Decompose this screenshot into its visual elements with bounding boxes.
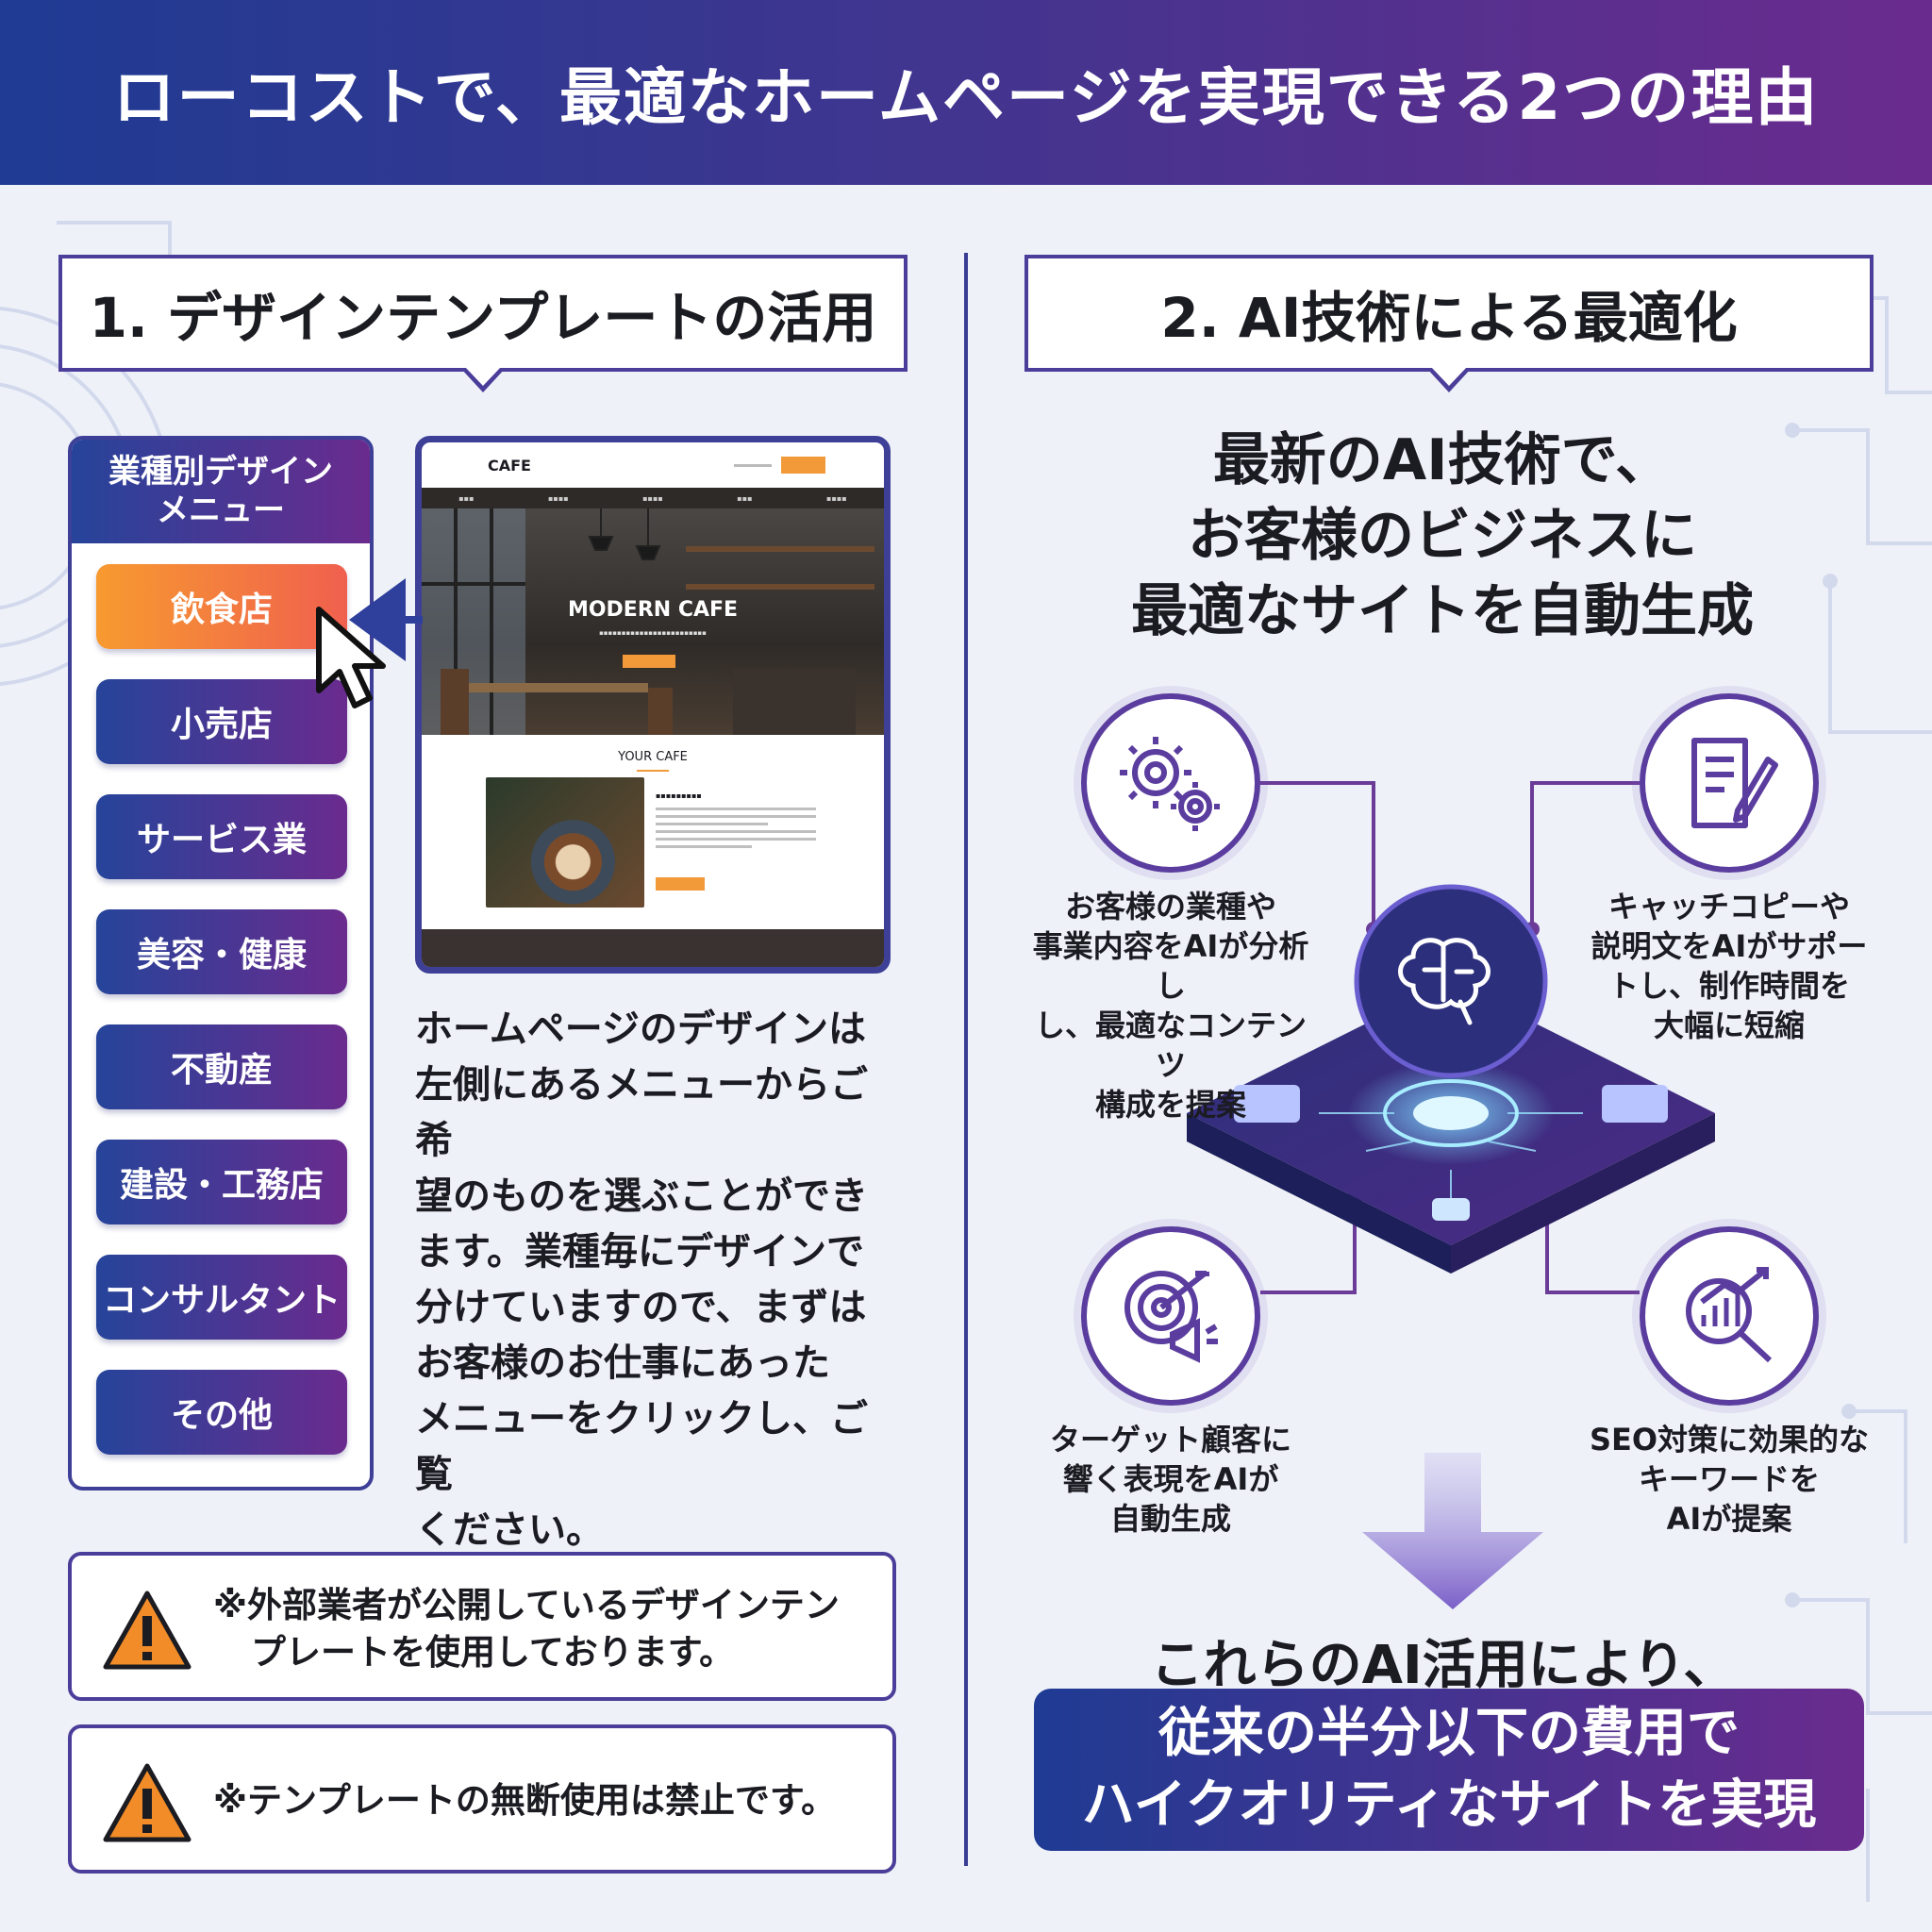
preview-menu-bar: ▪▪▪▪▪▪▪▪▪▪▪▪▪▪▪▪▪▪ xyxy=(422,488,884,508)
warning-icon xyxy=(103,1763,192,1842)
section-title-text: 1. デザインテンプレートの活用 xyxy=(89,286,877,350)
preview-nav: CAFE xyxy=(422,442,884,488)
preview-brand: CAFE xyxy=(488,456,531,475)
preview-hero-image: MODERN CAFE ▪▪▪▪▪▪▪▪▪▪▪▪▪▪▪▪▪▪▪▪▪▪▪▪ xyxy=(422,508,884,735)
conclusion-banner: 従来の半分以下の費用で ハイクオリティなサイトを実現 xyxy=(1034,1689,1864,1851)
brain-icon xyxy=(1398,938,1491,1025)
preview-hero-title: MODERN CAFE xyxy=(567,598,739,622)
template-preview[interactable]: CAFE ▪▪▪▪▪▪▪▪▪▪▪▪▪▪▪▪▪▪ MODERN CAFE ▪▪▪▪… xyxy=(415,436,891,974)
menu-item-restaurant[interactable]: 飲食店 xyxy=(96,564,347,649)
preview-section-title: YOUR CAFE xyxy=(422,750,884,772)
feature-targeting-circle xyxy=(1081,1226,1260,1406)
feature-targeting-text: ターゲット顧客に 響く表現をAIが 自動生成 xyxy=(1049,1422,1291,1537)
mouse-cursor-icon xyxy=(316,607,386,708)
page-header: ローコストで、最適なホームページを実現できる2つの理由 xyxy=(0,0,1932,185)
arrow-down-icon xyxy=(1362,1453,1543,1609)
column-divider xyxy=(964,253,968,1866)
menu-item-retail[interactable]: 小売店 xyxy=(96,679,347,764)
chart-magnifier-icon xyxy=(1686,1267,1773,1363)
feature-seo-text: SEO対策に効果的な キーワードを AIが提案 xyxy=(1589,1422,1870,1537)
menu-item-real-estate[interactable]: 不動産 xyxy=(96,1024,347,1109)
feature-copywriting-text: キャッチコピーや 説明文をAIがサポー トし、制作時間を 大幅に短縮 xyxy=(1591,889,1868,1043)
menu-item-construction[interactable]: 建設・工務店 xyxy=(96,1140,347,1224)
preview-latte-image xyxy=(486,777,644,908)
feature-analysis-circle xyxy=(1081,693,1260,873)
gears-icon xyxy=(1120,737,1220,831)
document-pen-icon xyxy=(1691,738,1778,828)
page-title: ローコストで、最適なホームページを実現できる2つの理由 xyxy=(112,61,1820,134)
section-title-templates: 1. デザインテンプレートの活用 xyxy=(58,255,908,392)
section-title-ai: 2. AI技術による最適化 xyxy=(1024,255,1874,392)
section-title-text: 2. AI技術による最適化 xyxy=(1160,286,1738,350)
ai-headline: 最新のAI技術で、 お客様のビジネスに 最適なサイトを自動生成 xyxy=(1131,427,1754,644)
feature-copywriting-circle xyxy=(1640,693,1819,873)
conclusion-lead: これらのAI活用により、 xyxy=(1150,1635,1737,1696)
industry-menu-panel: 業種別デザインメニュー 飲食店 小売店 サービス業 美容・健康 不動産 建設・工… xyxy=(68,436,374,1491)
menu-item-other[interactable]: その他 xyxy=(96,1370,347,1455)
feature-seo-circle xyxy=(1640,1226,1819,1406)
template-description: ホームページのデザインは 左側にあるメニューからご希 望のものを選ぶことができ … xyxy=(415,1008,868,1552)
menu-item-service[interactable]: サービス業 xyxy=(96,794,347,879)
target-megaphone-icon xyxy=(1124,1271,1218,1363)
feature-analysis-text: お客様の業種や 事業内容をAIが分析し し、最適なコンテンツ 構成を提案 xyxy=(1032,889,1309,1123)
preview-hero-button xyxy=(623,655,675,668)
ai-brain-platform-illustration xyxy=(1187,884,1715,1274)
menu-item-beauty-health[interactable]: 美容・健康 xyxy=(96,909,347,994)
notice-no-unauthorized-use: ※テンプレートの無断使用は禁止です。 xyxy=(68,1724,896,1874)
notice-external-template: ※外部業者が公開しているデザインテン プレートを使用しております。 xyxy=(68,1552,896,1701)
industry-menu-title: 業種別デザインメニュー xyxy=(72,440,370,543)
warning-icon xyxy=(103,1591,192,1670)
menu-item-consultant[interactable]: コンサルタント xyxy=(96,1255,347,1340)
